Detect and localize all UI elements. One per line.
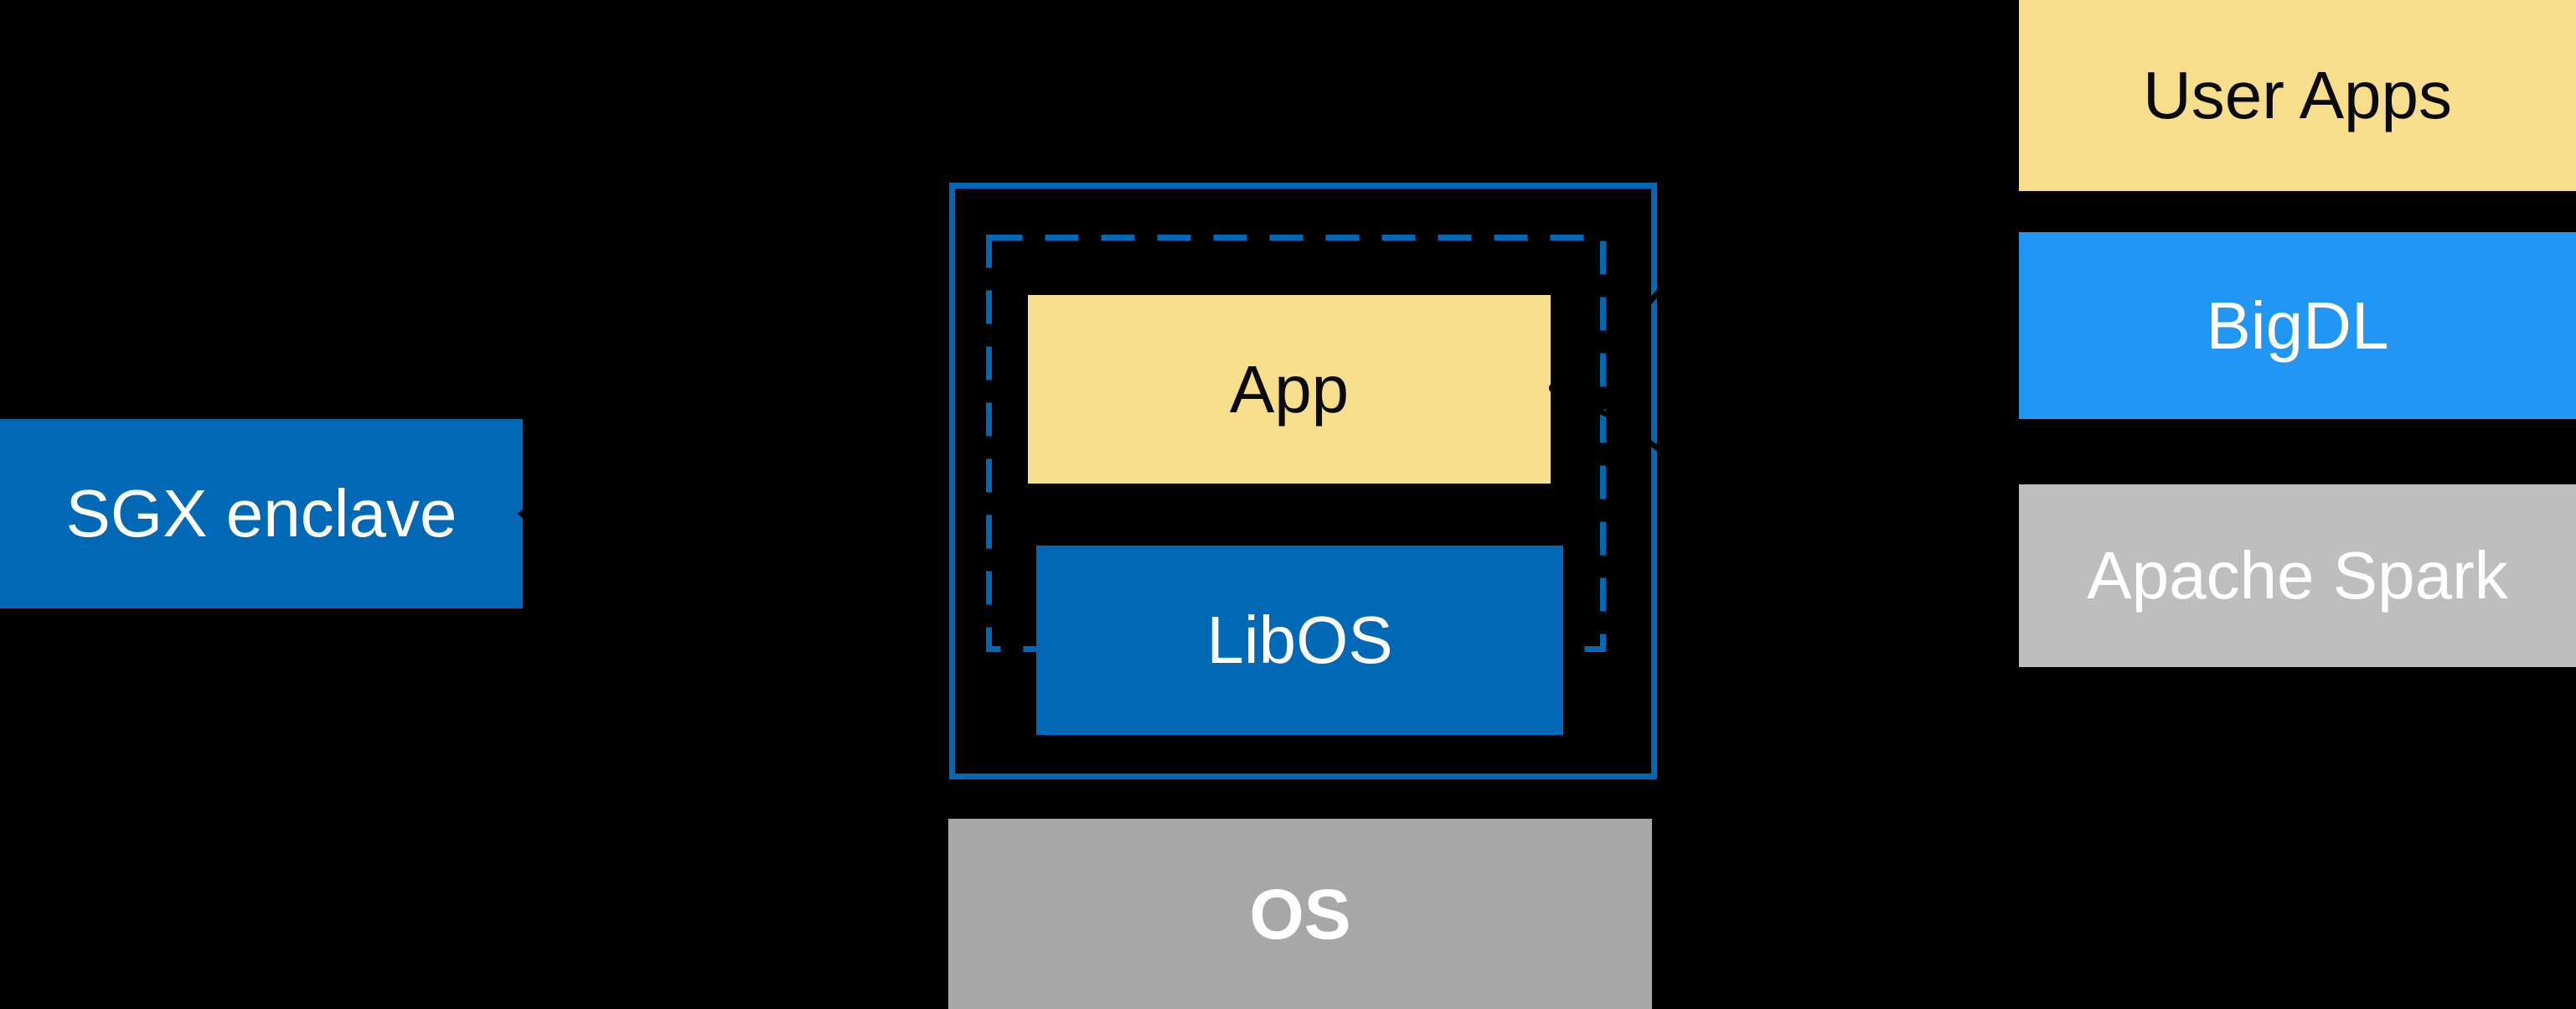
apache-spark-label: Apache Spark <box>2087 538 2508 613</box>
os-box: OS <box>948 819 1652 1009</box>
brace-upper-arm <box>1549 34 1997 391</box>
libos-box: LibOS <box>1036 546 1563 735</box>
sgx-enclave-label: SGX enclave <box>65 476 457 551</box>
bigdl-label: BigDL <box>2206 287 2389 363</box>
app-label: App <box>1229 351 1350 427</box>
app-box: App <box>1028 295 1551 484</box>
os-label: OS <box>1249 874 1351 954</box>
apache-spark-box: Apache Spark <box>2019 484 2576 667</box>
brace-lower-arm <box>1549 385 2001 665</box>
user-apps-box: User Apps <box>2019 0 2576 191</box>
user-apps-label: User Apps <box>2142 58 2453 132</box>
sgx-enclave-box: SGX enclave <box>0 419 523 608</box>
libos-label: LibOS <box>1206 603 1393 677</box>
bigdl-box: BigDL <box>2019 232 2576 419</box>
